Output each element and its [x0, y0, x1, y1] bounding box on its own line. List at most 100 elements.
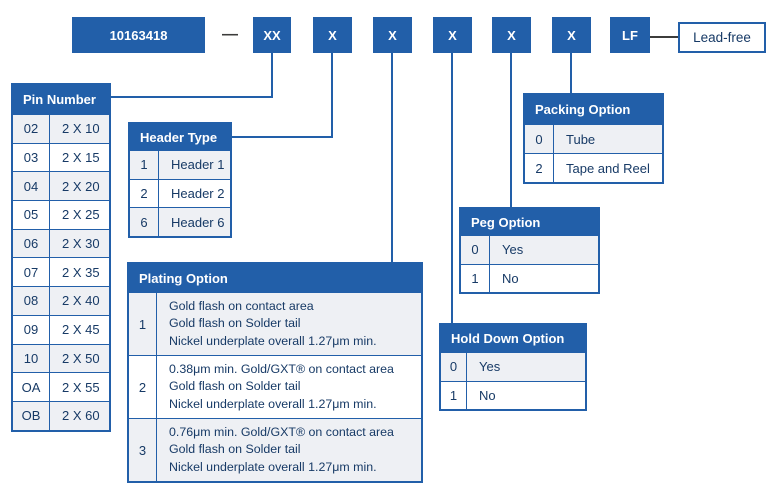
connector-hold-down-option-vertical — [451, 53, 453, 323]
lead-free-connector-line — [650, 36, 678, 38]
code-cell: 3 — [129, 419, 157, 481]
value-cell: 2 X 15 — [62, 150, 100, 166]
hold-down-option-table-title: Hold Down Option — [441, 325, 585, 352]
plating-line: Gold flash on contact area — [169, 298, 314, 313]
plating-line: Gold flash on Solder tail — [169, 442, 301, 457]
value-cell: 2 X 35 — [62, 264, 100, 280]
table-row: 1 Gold flash on contact area Gold flash … — [129, 292, 421, 355]
table-row: 2 Header 2 — [130, 178, 230, 208]
code-cell: 09 — [13, 315, 50, 344]
value-cell: 0.76μm min. Gold/GXT® on contact area Go… — [157, 419, 421, 481]
value-cell: Header 1 — [171, 157, 225, 173]
value-cell: Tube — [566, 131, 596, 147]
part-number-box: 10163418 — [72, 17, 205, 53]
table-row: 1 No — [461, 263, 598, 293]
value-cell: No — [479, 388, 496, 404]
table-row: 02 2 X 10 — [13, 114, 109, 143]
table-row: 0 Yes — [461, 235, 598, 264]
code-cell: 6 — [130, 208, 159, 237]
code-cell: 04 — [13, 172, 50, 201]
table-row: 0 Tube — [525, 124, 662, 153]
plating-option-table-title: Plating Option — [129, 264, 421, 292]
code-cell: OA — [13, 373, 50, 401]
value-cell: Gold flash on contact area Gold flash on… — [157, 293, 421, 355]
header-type-table: Header Type 1 Header 1 2 Header 2 6 Header … — [128, 122, 232, 239]
code-box-plating-option: X — [373, 17, 412, 53]
table-row: 08 2 X 40 — [13, 286, 109, 315]
connector-packing-option-vertical — [570, 53, 572, 93]
table-row: 2 0.38μm min. Gold/GXT® on contact area … — [129, 355, 421, 418]
table-row: 04 2 X 20 — [13, 171, 109, 201]
code-cell: 07 — [13, 258, 50, 287]
code-cell: 0 — [461, 236, 490, 264]
code-box-hold-down-option: X — [433, 17, 472, 53]
table-row: OA 2 X 55 — [13, 372, 109, 401]
connector-pin-number-horizontal — [110, 96, 273, 98]
packing-option-table-title: Packing Option — [525, 95, 662, 124]
table-row: 03 2 X 15 — [13, 142, 109, 172]
header-type-table-title: Header Type — [130, 124, 230, 150]
value-cell: Yes — [502, 242, 524, 258]
connector-header-type-horizontal — [232, 136, 333, 138]
code-cell: 05 — [13, 201, 50, 229]
table-row: 0 Yes — [441, 352, 585, 381]
value-cell: 2 X 45 — [62, 322, 100, 338]
value-cell: 2 X 60 — [62, 408, 100, 424]
code-cell: 03 — [13, 143, 50, 172]
table-row: 1 No — [441, 380, 585, 410]
code-cell: 02 — [13, 115, 50, 143]
code-cell: 0 — [525, 125, 554, 153]
table-row: 3 0.76μm min. Gold/GXT® on contact area … — [129, 418, 421, 481]
value-cell: 0.38μm min. Gold/GXT® on contact area Go… — [157, 356, 421, 418]
table-row: 6 Header 6 — [130, 207, 230, 237]
code-cell: 2 — [129, 356, 157, 418]
peg-option-table: Peg Option 0 Yes 1 No — [459, 207, 600, 295]
lead-free-label-box: Lead-free — [678, 22, 766, 53]
value-cell: 2 X 55 — [62, 379, 100, 395]
code-cell: 1 — [461, 264, 490, 293]
code-cell: OB — [13, 401, 50, 430]
code-cell: 1 — [441, 381, 467, 410]
pin-number-table-title: Pin Number — [13, 85, 109, 114]
value-cell: Header 6 — [171, 214, 225, 230]
code-box-lead-free: LF — [610, 17, 650, 53]
value-cell: 2 X 25 — [62, 207, 100, 223]
peg-option-table-title: Peg Option — [461, 209, 598, 235]
value-cell: 2 X 10 — [62, 121, 100, 137]
pin-number-table: Pin Number 02 2 X 10 03 2 X 15 04 2 X 20 05… — [11, 83, 111, 432]
table-row: OB 2 X 60 — [13, 400, 109, 430]
connector-plating-option-vertical — [391, 53, 393, 262]
table-row: 1 Header 1 — [130, 150, 230, 179]
plating-option-table: Plating Option 1 Gold flash on contact a… — [127, 262, 423, 483]
separator-dash: — — [222, 26, 238, 43]
connector-peg-option-vertical — [510, 53, 512, 207]
code-box-peg-option: X — [492, 17, 531, 53]
table-row: 05 2 X 25 — [13, 200, 109, 229]
value-cell: No — [502, 271, 519, 287]
value-cell: Yes — [479, 359, 501, 375]
code-box-pin-number: XX — [253, 17, 291, 53]
value-cell: 2 X 40 — [62, 293, 100, 309]
plating-line: 0.76μm min. Gold/GXT® on contact area — [169, 424, 394, 439]
code-cell: 1 — [130, 151, 159, 179]
value-cell: 2 X 30 — [62, 236, 100, 252]
code-box-packing-option: X — [552, 17, 591, 53]
plating-line: Gold flash on Solder tail — [169, 379, 301, 394]
code-cell: 0 — [441, 353, 467, 381]
code-cell: 08 — [13, 287, 50, 315]
code-cell: 1 — [129, 293, 157, 355]
hold-down-option-table: Hold Down Option 0 Yes 1 No — [439, 323, 587, 412]
value-cell: 2 X 20 — [62, 178, 100, 194]
connector-header-type-vertical — [331, 53, 333, 138]
table-row: 07 2 X 35 — [13, 257, 109, 287]
connector-pin-number-vertical — [271, 53, 273, 98]
plating-line: Nickel underplate overall 1.27μm min. — [169, 396, 377, 411]
code-cell: 2 — [130, 179, 159, 208]
code-cell: 06 — [13, 229, 50, 258]
code-cell: 2 — [525, 154, 554, 182]
value-cell: Header 2 — [171, 186, 225, 202]
plating-line: 0.38μm min. Gold/GXT® on contact area — [169, 361, 394, 376]
